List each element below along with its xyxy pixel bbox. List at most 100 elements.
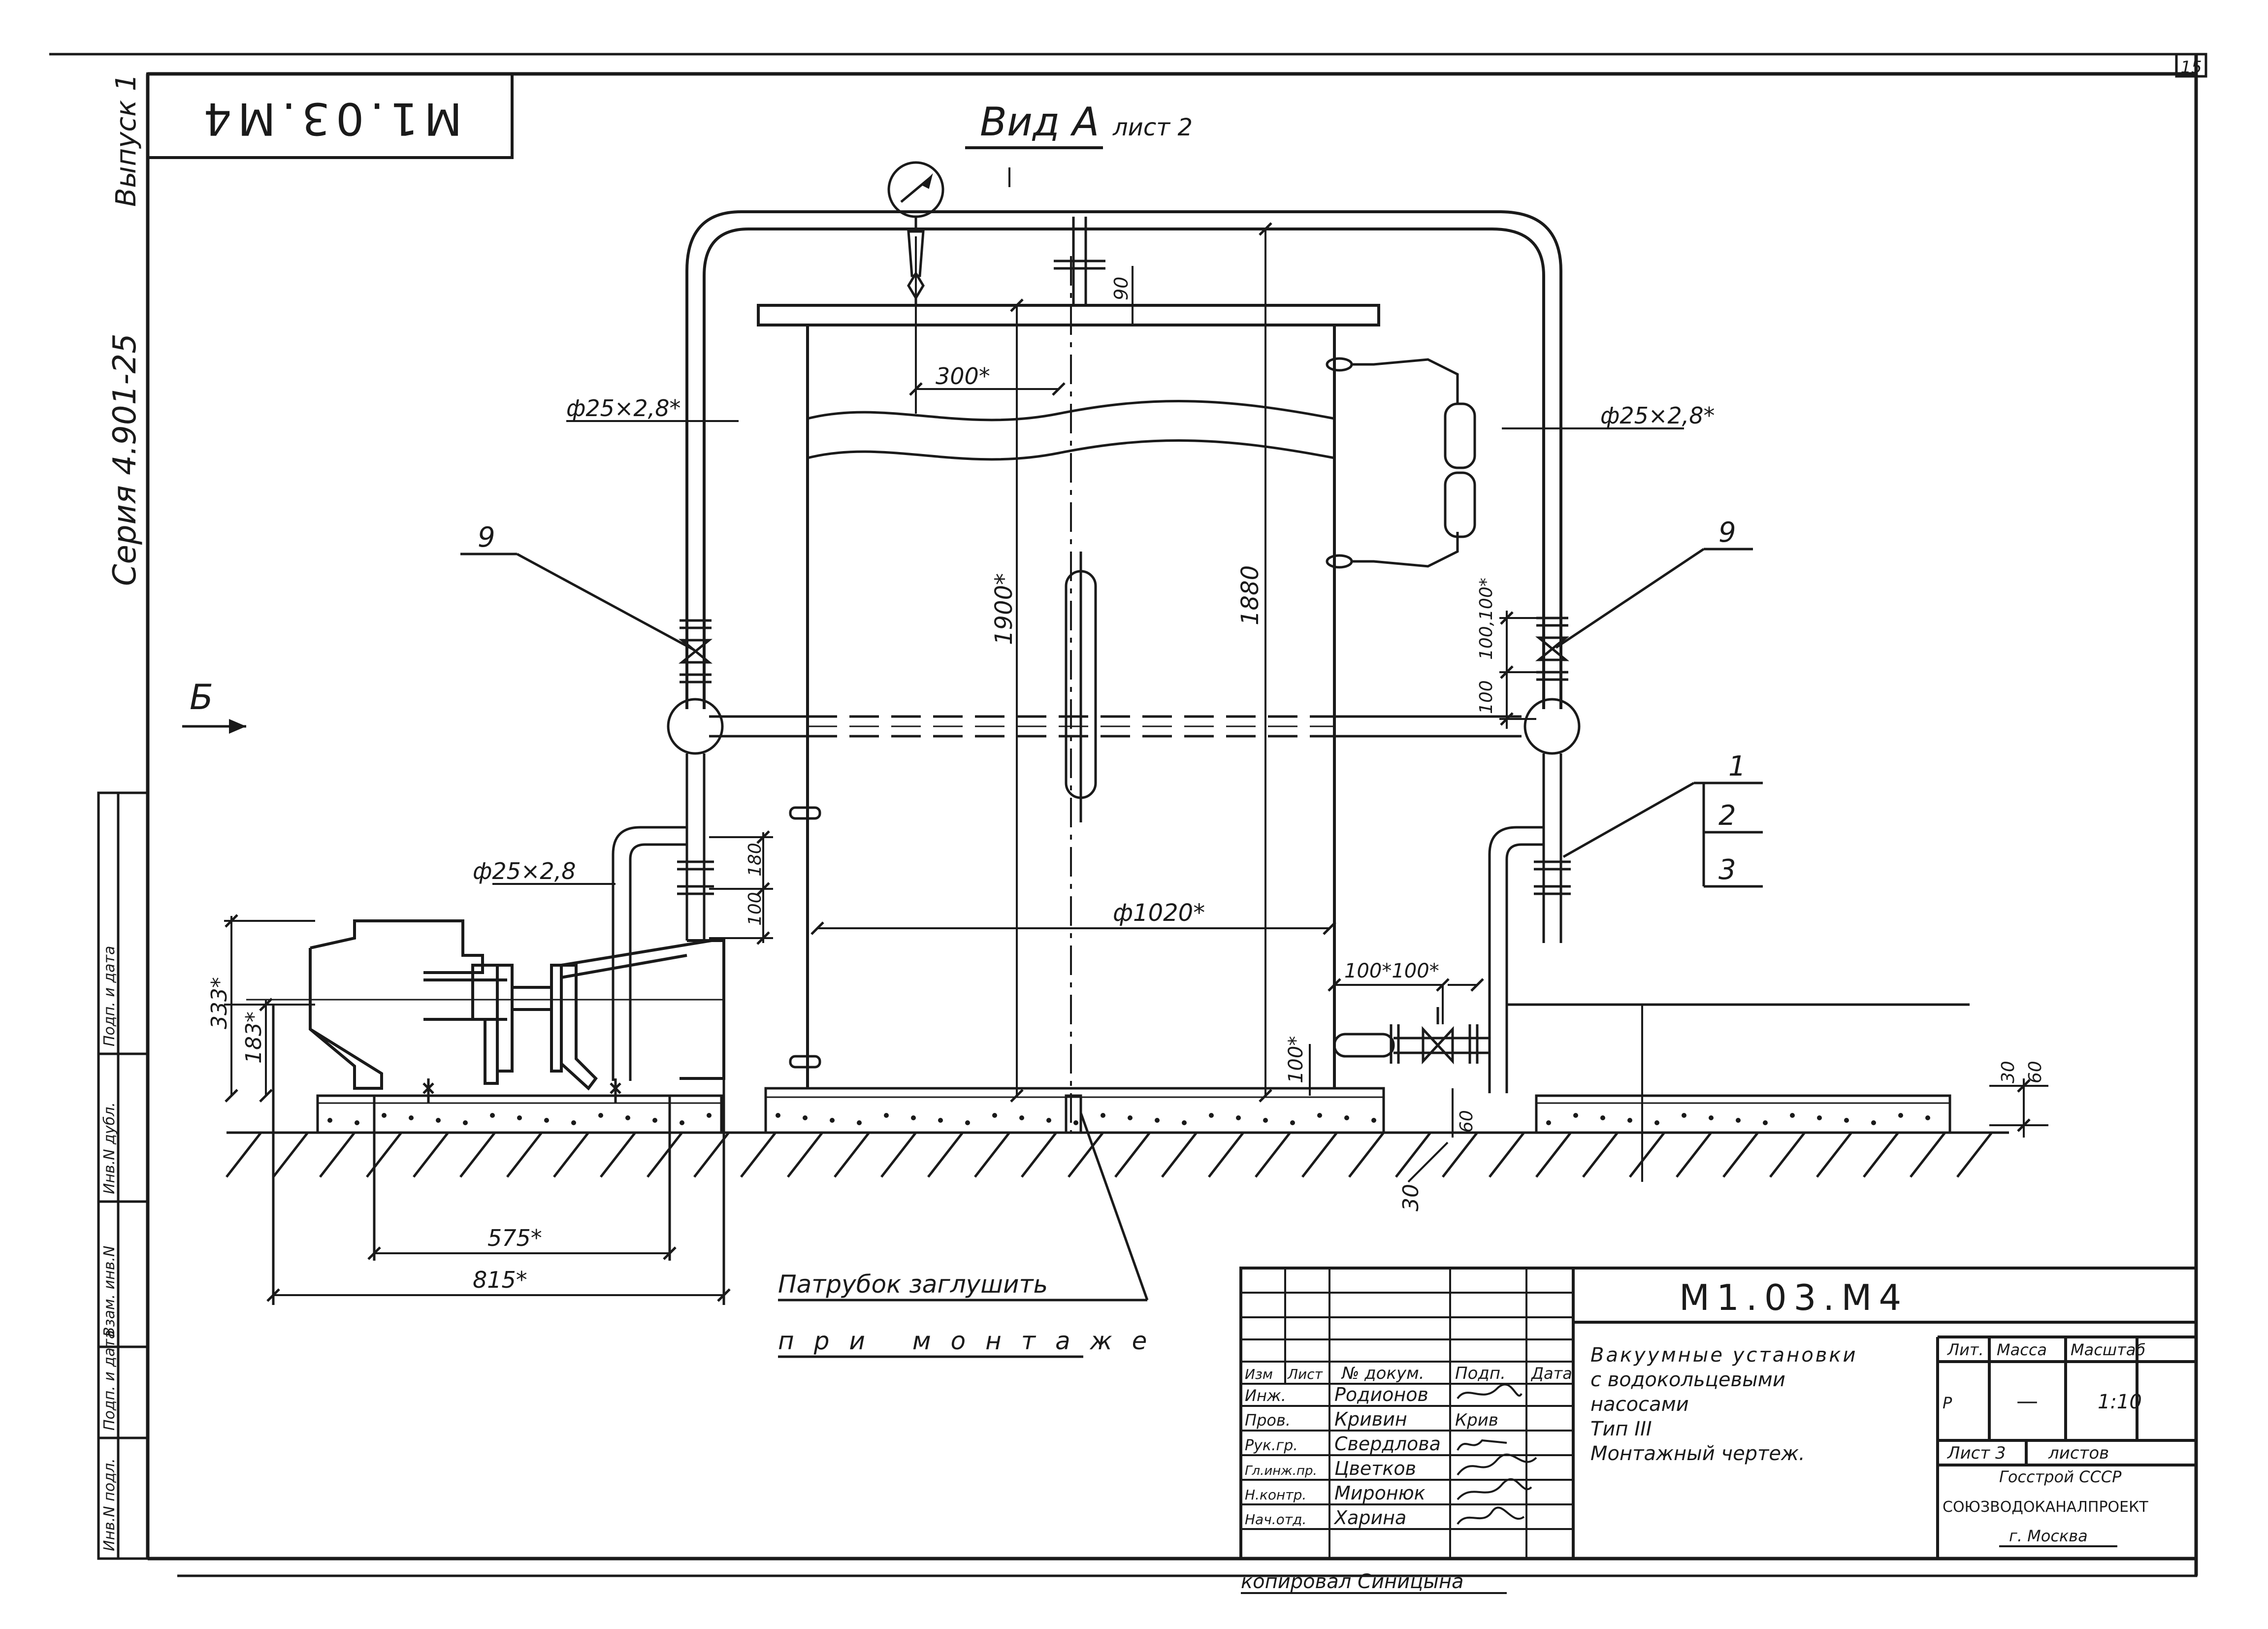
dimension-tick: [225, 914, 238, 928]
tank: [757, 256, 1380, 1133]
tb-code: М1.03.М4: [1679, 1277, 1908, 1318]
concrete-dot: [707, 1113, 712, 1118]
dimension-tick: [259, 1089, 273, 1103]
strip-label-vzam: Взам. инв.N: [101, 1246, 118, 1337]
hatch-line: [974, 1132, 1010, 1178]
dimension-tick: [1259, 222, 1272, 236]
concrete-dot: [1371, 1118, 1376, 1123]
concrete-dot: [857, 1120, 862, 1125]
dim-1900: 1900*: [990, 573, 1018, 645]
tb-signature-kriv: Крив: [1455, 1410, 1498, 1430]
dimension-tick: [266, 1288, 280, 1302]
strip-label-inv-podl: Инв.N подл.: [101, 1458, 118, 1551]
ground-hatch: [226, 1132, 1993, 1178]
tb-header-data: Дата: [1530, 1364, 1572, 1383]
right-drain-pipe: [1488, 826, 1970, 1093]
slab-dots: [327, 1113, 1930, 1125]
concrete-dot: [1317, 1113, 1322, 1118]
concrete-dot: [436, 1118, 441, 1123]
concrete-dot: [992, 1113, 997, 1118]
installation-note: Патрубок заглушить при монтаже: [778, 1112, 1166, 1358]
concrete-dot: [1546, 1120, 1551, 1125]
hatch-line: [927, 1132, 964, 1178]
concrete-dot: [1600, 1115, 1605, 1120]
concrete-dot: [1627, 1118, 1632, 1123]
concrete-dot: [1790, 1113, 1795, 1118]
hatch-line: [1395, 1132, 1431, 1178]
tb-role-1: Пров.: [1245, 1411, 1291, 1430]
tb-title-line-0: Вакуумные установки: [1590, 1344, 1858, 1367]
hatch-line: [1068, 1132, 1104, 1178]
concrete-dot: [327, 1118, 332, 1123]
dimension-tick: [1323, 921, 1336, 935]
dim-100-left: 100: [745, 892, 765, 926]
corner-box: 15: [2175, 53, 2207, 78]
note-line-2: при монтаже: [778, 1327, 1166, 1355]
concrete-dot: [1101, 1113, 1105, 1118]
dimension-tick: [1010, 298, 1024, 312]
hatch-line: [740, 1132, 777, 1178]
dim-100-lower: 100: [1476, 680, 1496, 714]
hatch-line: [226, 1132, 262, 1178]
side-arrow-label: Б: [190, 677, 213, 717]
tb-title-line-4: Монтажный чертеж.: [1590, 1442, 1805, 1465]
concrete-dot: [776, 1113, 780, 1118]
dim-180: 180: [745, 843, 765, 877]
concrete-dot: [803, 1115, 808, 1120]
concrete-dot: [1209, 1113, 1214, 1118]
tb-scale-value: 1:10: [2098, 1391, 2142, 1413]
hatch-line: [1021, 1132, 1057, 1178]
concrete-dot: [1682, 1113, 1686, 1118]
concrete-dot: [1046, 1118, 1051, 1123]
hatch-line: [600, 1132, 636, 1178]
hatch-line: [1722, 1132, 1759, 1178]
tb-sheets-label: листов: [2048, 1443, 2109, 1463]
concrete-dot: [1019, 1115, 1024, 1120]
callouts: [460, 548, 1763, 888]
concrete-dot: [1898, 1113, 1903, 1118]
hatch-line: [272, 1132, 309, 1178]
tb-mass-label: Масса: [1997, 1340, 2047, 1359]
concrete-dot: [938, 1118, 943, 1123]
tb-title-line-2: насосами: [1590, 1393, 1689, 1416]
callout-left-9: 9: [478, 521, 495, 554]
dim-1880: 1880: [1236, 565, 1264, 625]
concrete-dot: [884, 1113, 889, 1118]
dimension-tick: [663, 1246, 677, 1260]
hatch-line: [1301, 1132, 1338, 1178]
hatch-line: [1535, 1132, 1572, 1178]
tb-name-3: Цветков: [1334, 1458, 1416, 1479]
dimension-tick: [1500, 665, 1514, 679]
dim-300: 300*: [936, 363, 990, 390]
tb-name-1: Кривин: [1334, 1408, 1407, 1430]
concrete-dot: [830, 1118, 835, 1123]
stamp-top-code: М1.03.М4: [197, 93, 462, 144]
dim-100-100: 100,100*: [1476, 578, 1496, 660]
concrete-dot: [355, 1120, 359, 1125]
tb-scale-label: Масштаб: [2071, 1340, 2145, 1359]
tank-nozzles: [789, 806, 821, 1074]
title-block-grid: [1241, 1268, 1573, 1559]
concrete-dot: [1709, 1115, 1714, 1120]
horizontal-header: [709, 715, 1522, 738]
concrete-dot: [1654, 1120, 1659, 1125]
dimension-tick: [756, 830, 770, 844]
sight-glass-right: [1326, 357, 1476, 569]
callout-3: 3: [1718, 854, 1736, 886]
concrete-dot: [680, 1120, 684, 1125]
dimension-tick: [756, 931, 770, 945]
foundation-slabs: [316, 1087, 1951, 1134]
dim-183: 183*: [241, 1011, 266, 1064]
concrete-dot: [544, 1118, 549, 1123]
tb-lit-value: Р: [1943, 1394, 1952, 1412]
concrete-dot: [1290, 1120, 1295, 1125]
tb-role-3: Гл.инж.пр.: [1245, 1464, 1317, 1478]
hatch-line: [1910, 1132, 1946, 1178]
concrete-dot: [1073, 1120, 1078, 1125]
concrete-dot: [965, 1120, 970, 1125]
dimension-tick: [1259, 1089, 1272, 1103]
dimension-ticks: [225, 222, 2031, 1302]
tb-title-line-1: с водокольцевыми: [1590, 1368, 1785, 1391]
dim-60-right: 60: [2025, 1061, 2045, 1083]
hatch-line: [1442, 1132, 1478, 1178]
